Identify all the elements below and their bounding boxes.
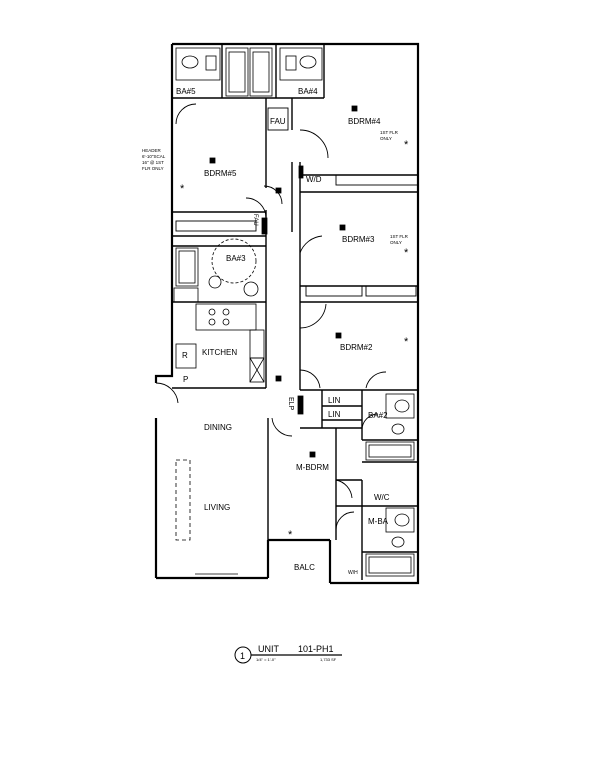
svg-text:*: * [404, 247, 409, 259]
drawing-title: 1 UNIT 101-PH1 1/4" = 1'-0" 1,733 SF [234, 644, 342, 664]
title-scale: 1/4" = 1'-0" [256, 657, 276, 662]
label-bdrm5: BDRM#5 [204, 169, 237, 178]
label-living: LIVING [204, 503, 230, 512]
first-flr-note-b1: 1ST FLR [390, 234, 409, 239]
label-wc: W/C [374, 493, 390, 502]
label-lin1: LIN [328, 396, 341, 405]
label-fau: FAU [270, 117, 286, 126]
label-ba4: BA#4 [298, 87, 318, 96]
label-bdrm4: BDRM#4 [348, 117, 381, 126]
title-id: 101-PH1 [298, 644, 334, 654]
room-labels: BA#5 BA#4 BDRM#4 BDRM#5 FAU W/D BDRM#3 B… [176, 87, 390, 576]
svg-text:*: * [288, 529, 293, 541]
closet-shelves [175, 107, 419, 297]
label-wh: W/H [348, 570, 358, 576]
label-balc: BALC [294, 563, 315, 572]
label-p: P [183, 375, 188, 384]
fixtures [173, 47, 415, 577]
label-fau2: FAU [252, 214, 258, 226]
label-elp: ELP [287, 397, 294, 411]
label-r: R [182, 351, 188, 360]
header-note-4: FLR ONLY [142, 166, 164, 171]
exterior-walls [154, 42, 420, 585]
label-mbdrm: M-BDRM [296, 463, 329, 472]
svg-text:*: * [404, 336, 409, 348]
first-flr-note-a1: 1ST FLR [380, 130, 399, 135]
svg-text:*: * [180, 183, 185, 195]
notes: HEADER 6'-10"SCAL 16" @ 1ST FLR ONLY 1ST… [142, 130, 409, 245]
first-flr-note-a2: ONLY [380, 136, 392, 141]
door-swings [155, 103, 387, 531]
header-note-3: 16" @ 1ST [142, 160, 164, 165]
label-bdrm2: BDRM#2 [340, 343, 373, 352]
label-ba3: BA#3 [226, 254, 246, 263]
label-wd: W/D [306, 175, 322, 184]
first-flr-note-b2: ONLY [390, 240, 402, 245]
label-ba2: BA#2 [368, 411, 388, 420]
label-bdrm3: BDRM#3 [342, 235, 375, 244]
title-name: UNIT [258, 644, 279, 654]
title-number: 1 [240, 651, 245, 661]
label-ba5: BA#5 [176, 87, 196, 96]
label-lin2: LIN [328, 410, 341, 419]
label-kitchen: KITCHEN [202, 348, 237, 357]
header-note-2: 6'-10"SCAL [142, 154, 166, 159]
detectors: * * * * * [180, 105, 409, 541]
label-dining: DINING [204, 423, 232, 432]
label-mba: M-BA [368, 517, 389, 526]
title-area: 1,733 SF [320, 657, 337, 662]
svg-text:*: * [404, 139, 409, 151]
header-note-1: HEADER [142, 148, 162, 153]
